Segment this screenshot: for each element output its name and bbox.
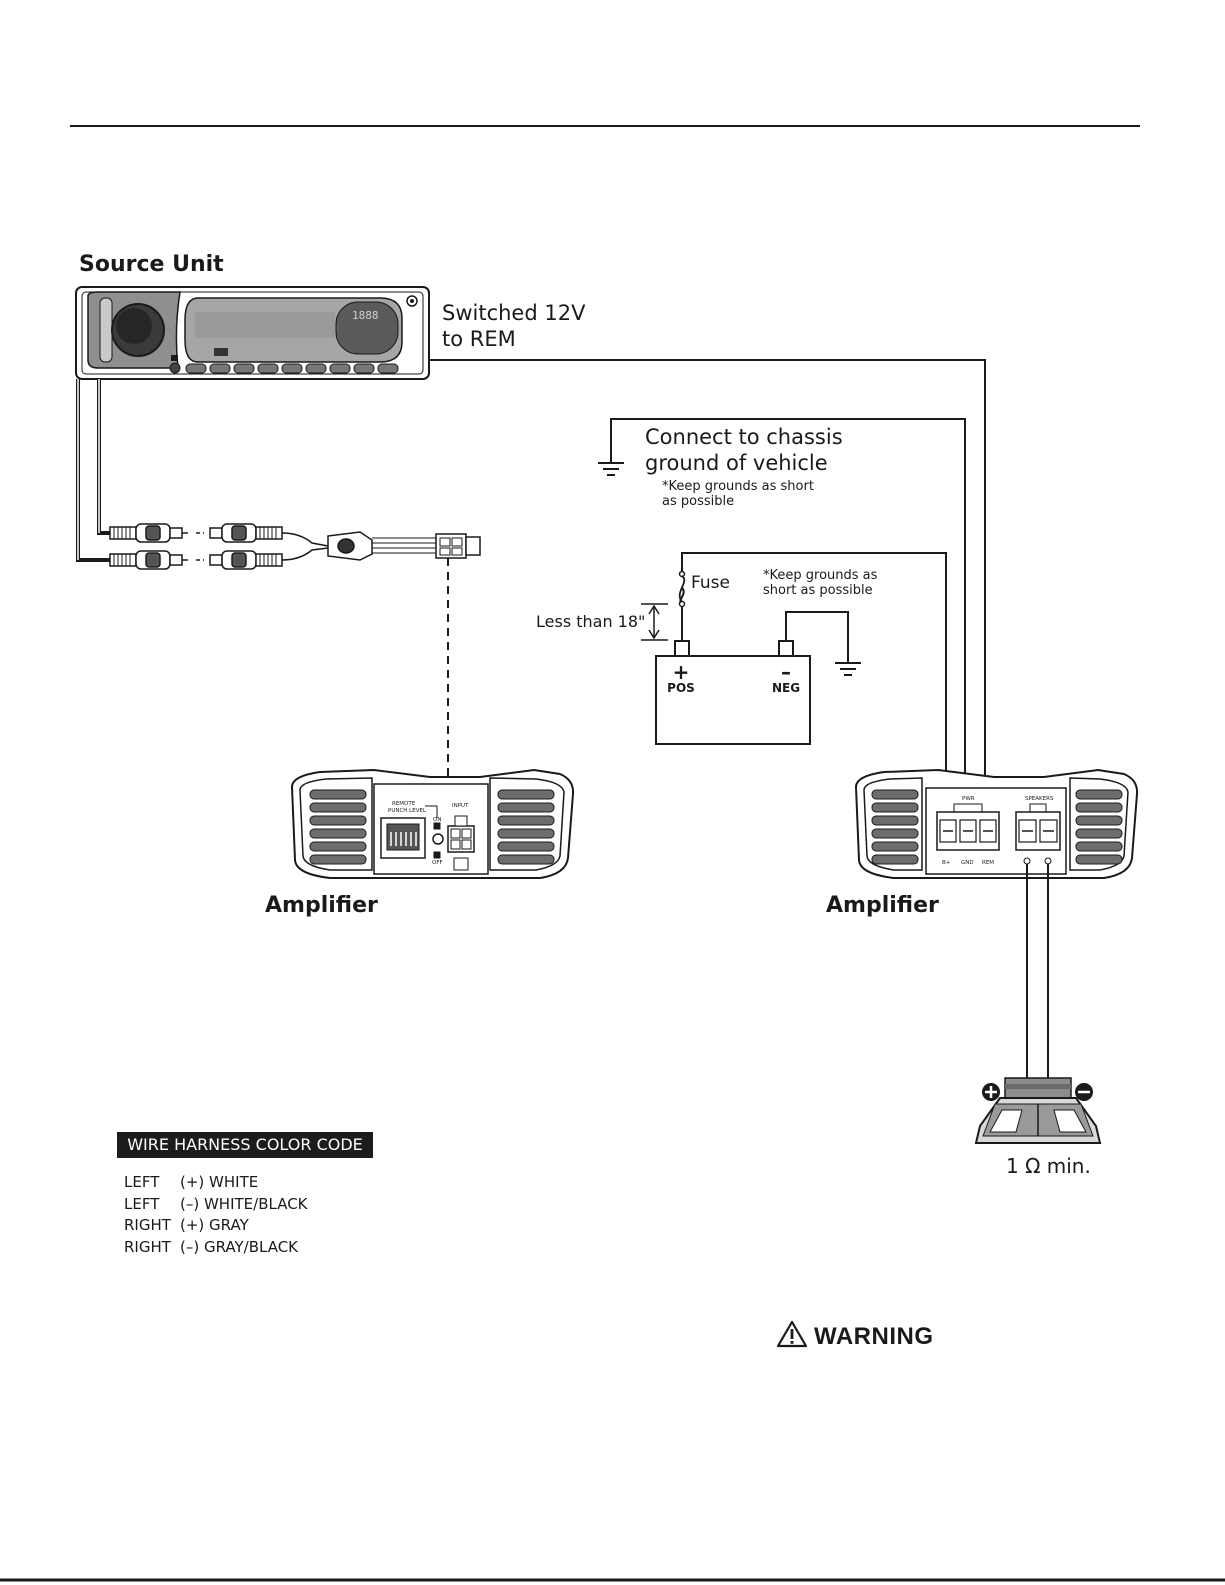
harness-row: RIGHT (–) GRAY/BLACK <box>124 1237 308 1259</box>
harness-code: (–) GRAY/BLACK <box>180 1237 299 1256</box>
rem-wire <box>429 359 986 820</box>
harness-row: LEFT (+) WHITE <box>124 1172 308 1194</box>
amp-input-label: INPUT <box>452 803 469 809</box>
switched-12v-label: Switched 12V <box>442 301 586 325</box>
power-terminals <box>936 803 1000 851</box>
amp-punch-label: PUNCH LEVEL <box>388 808 427 814</box>
speaker-terminals <box>1015 803 1061 865</box>
one-ohm-min-label: 1 Ω min. <box>1006 1154 1091 1178</box>
harness-row: LEFT (–) WHITE/BLACK <box>124 1194 308 1216</box>
keep-grounds-note-1: *Keep grounds as short as possible <box>662 479 814 509</box>
amp-rem-label: REM <box>982 860 994 866</box>
harness-code: (+) WHITE <box>180 1173 259 1191</box>
amplifier-left-label: Amplifier <box>265 893 378 918</box>
battery-plus-symbol: + <box>673 660 690 684</box>
amplifier-right-label: Amplifier <box>826 893 939 918</box>
source-unit: 1888 <box>75 286 430 380</box>
harness-side: RIGHT <box>124 1216 171 1234</box>
speaker-wires <box>1026 864 1049 1078</box>
chassis-ground <box>598 418 966 820</box>
amp-right-panel-text: PWR SPEAKERS B+ GND REM <box>942 796 1054 866</box>
rca-plugs <box>109 523 283 570</box>
keep-grounds-note-2: *Keep grounds as short as possible <box>763 568 878 598</box>
amp-off-label: OFF <box>432 860 443 866</box>
chassis-ground-label-1: Connect to chassis <box>645 425 843 449</box>
source-unit-heading: Source Unit <box>79 252 224 277</box>
preset-buttons <box>185 363 399 374</box>
less-than-18-label: Less than 18" <box>536 612 646 631</box>
amp-bplus-label: B+ <box>942 860 951 866</box>
battery-pos-label: POS <box>667 681 695 695</box>
amplifier-right <box>854 768 1139 879</box>
harness-code: (+) GRAY <box>180 1216 249 1234</box>
warning-heading: WARNING <box>776 1320 934 1351</box>
harness-list: LEFT (+) WHITE LEFT (–) WHITE/BLACK RIGHT (… <box>124 1172 308 1258</box>
harness-title: WIRE HARNESS COLOR CODE <box>117 1132 373 1158</box>
chassis-ground-label-2: ground of vehicle <box>645 451 828 475</box>
battery-minus-symbol: – <box>781 660 791 684</box>
harness-cable <box>281 531 481 561</box>
amp-left-panel-text: REMOTE PUNCH LEVEL INPUT ON OFF <box>388 801 469 866</box>
amp-gnd-label: GND <box>961 860 974 866</box>
battery <box>641 552 947 820</box>
amp-pwr-label: PWR <box>962 796 975 802</box>
harness-side: LEFT <box>124 1194 160 1213</box>
harness-row: RIGHT (+) GRAY <box>124 1215 308 1237</box>
warning-triangle-icon <box>776 1320 808 1348</box>
amplifier-left <box>290 768 575 879</box>
svg-text:1888: 1888 <box>352 309 379 322</box>
harness-side: RIGHT <box>124 1237 171 1256</box>
harness-side: LEFT <box>124 1173 160 1191</box>
amp-remote-label: REMOTE <box>392 801 416 807</box>
battery-neg-label: NEG <box>772 681 800 695</box>
speaker <box>974 1077 1102 1144</box>
harness-code: (–) WHITE/BLACK <box>180 1194 308 1213</box>
amp-speakers-label: SPEAKERS <box>1025 796 1054 802</box>
amp-on-label: ON <box>433 817 441 823</box>
rca-cables <box>76 379 110 562</box>
warning-text: WARNING <box>814 1323 934 1350</box>
to-rem-label: to REM <box>442 327 516 351</box>
fuse-label: Fuse <box>691 573 730 593</box>
